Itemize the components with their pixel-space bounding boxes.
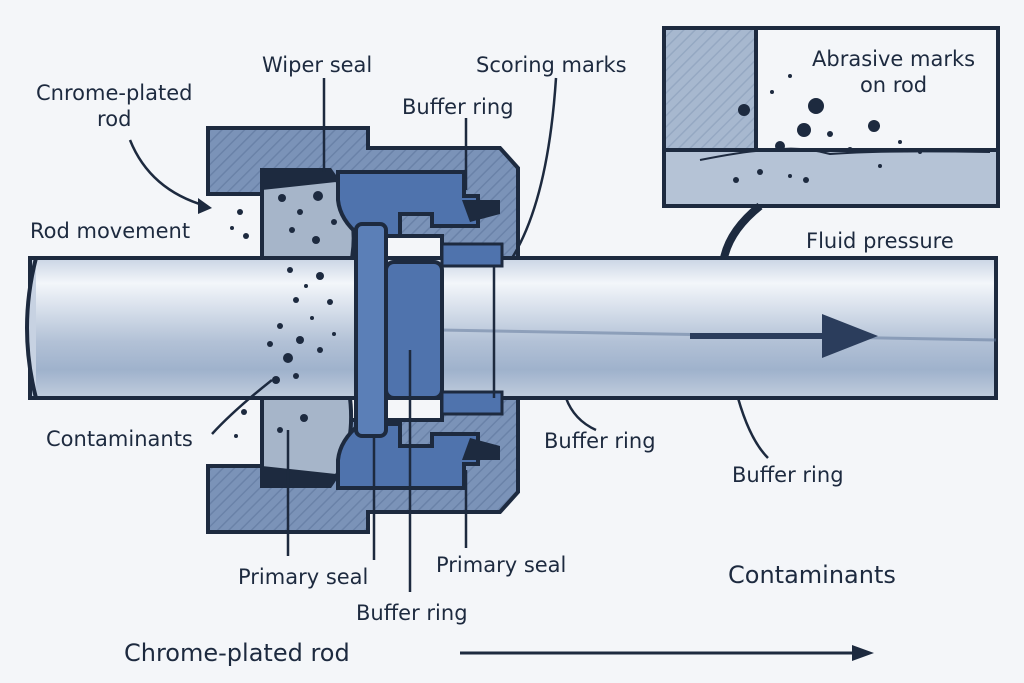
label-fluid-pressure: Fluid pressure — [806, 229, 954, 253]
rod-direction-arrow-icon — [690, 314, 878, 358]
label-buffer-ring-top: Buffer ring — [402, 95, 514, 119]
contaminant-particles — [230, 191, 337, 438]
label-primary-seal-left: Primary seal — [238, 565, 369, 589]
leader-lines — [128, 77, 769, 592]
abrasive-marks-inset — [662, 26, 1000, 259]
label-wiper-seal: Wiper seal — [262, 53, 373, 77]
label-chrome-rod-bottom: Chrome-plated rod — [124, 639, 350, 667]
label-contaminants-left: Contaminants — [46, 427, 193, 451]
label-buffer-ring-bottom: Buffer ring — [356, 601, 468, 625]
label-buffer-ring-mid: Buffer ring — [544, 429, 656, 453]
label-rod-movement: Rod movement — [30, 219, 191, 243]
label-contaminants-bottom: Contaminants — [728, 561, 896, 589]
label-primary-seal-right: Primary seal — [436, 553, 567, 577]
label-scoring-marks: Scoring marks — [476, 53, 627, 77]
buffer-ring-center — [354, 222, 504, 438]
bottom-direction-arrow-icon — [460, 645, 874, 661]
primary-seal-upper — [336, 170, 500, 238]
label-buffer-ring-right: Buffer ring — [732, 463, 844, 487]
